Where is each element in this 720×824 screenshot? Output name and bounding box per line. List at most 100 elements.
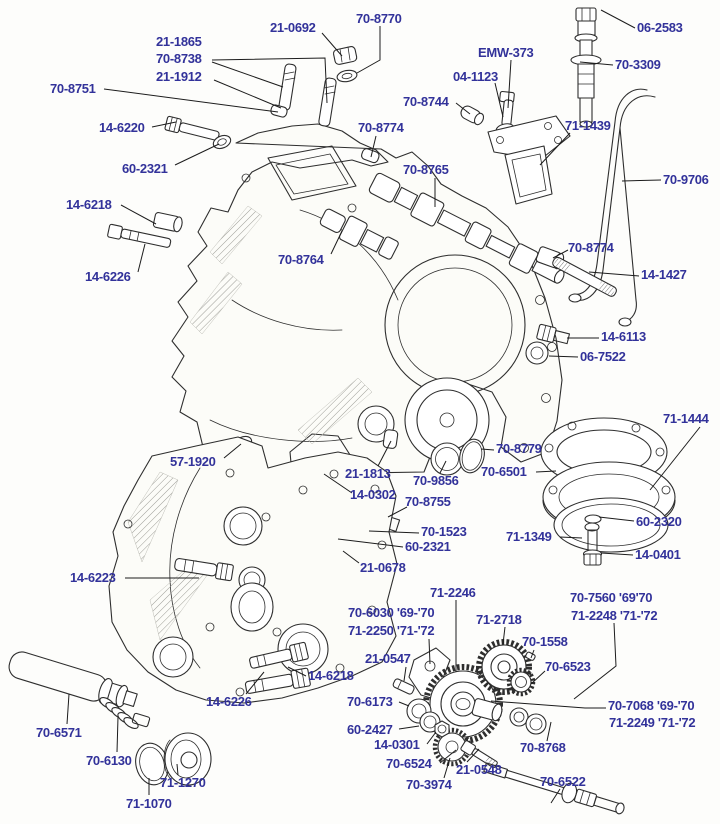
leader-line (600, 552, 634, 556)
part-label-21-1813: 21-1813 (345, 466, 391, 481)
leader-line (287, 666, 307, 677)
leader-line (548, 355, 579, 358)
boss-70-8751-drawing (270, 104, 288, 118)
part-label-21-0547: 21-0547 (365, 651, 411, 666)
leader-line (120, 204, 157, 225)
part-label-70-9706: 70-9706 (663, 172, 709, 187)
part-label-70-6501: 70-6501 (481, 464, 527, 479)
leader-line (137, 243, 146, 273)
part-label-06-7522: 06-7522 (580, 349, 626, 364)
part-label-70-6571: 70-6571 (36, 725, 82, 740)
o-ring-70-8779-drawing (459, 438, 485, 474)
sump-strainer-assembly-drawing (540, 417, 676, 553)
part-label-14-6226: 14-6226 (206, 694, 252, 709)
part-label-emw-373: EMW-373 (478, 45, 534, 60)
part-label-70-6130: 70-6130 (86, 753, 132, 768)
part-label-70-8738: 70-8738 (156, 51, 202, 66)
leader-line (530, 649, 535, 659)
part-label-21-0548: 21-0548 (456, 762, 502, 777)
leader-line (439, 460, 447, 474)
part-label-70-8774: 70-8774 (358, 120, 404, 135)
part-label-71-2248: 71-2248 '71-'72 (571, 608, 658, 623)
part-label-06-2583: 06-2583 (637, 20, 683, 35)
leader-line (398, 701, 410, 707)
washer-06-7522-drawing (525, 341, 549, 365)
part-label-70-6522: 70-6522 (540, 774, 586, 789)
leader-line (428, 638, 431, 665)
leader-line (337, 538, 404, 548)
leader-line (535, 470, 557, 473)
part-label-70-6173: 70-6173 (347, 694, 393, 709)
leader-line (530, 670, 546, 685)
dome-nut-drawing (332, 46, 358, 65)
leader-line (490, 700, 606, 709)
camshaft-exhaust-drawing (368, 172, 565, 284)
part-label-21-1912: 21-1912 (156, 69, 202, 84)
part-label-14-6218: 14-6218 (66, 197, 112, 212)
leader-line (579, 61, 614, 66)
camshaft-inlet-drawing (319, 208, 399, 260)
leader-line (588, 271, 640, 277)
part-label-70-8755: 70-8755 (405, 494, 451, 509)
case-bolt-14-6226-lower-drawing (244, 667, 311, 694)
part-label-70-8774: 70-8774 (568, 240, 614, 255)
leader-line (573, 622, 617, 700)
part-label-14-1427: 14-1427 (641, 267, 687, 282)
part-label-60-2321: 60-2321 (405, 539, 451, 554)
leader-line (66, 693, 70, 725)
leader-line (552, 249, 569, 259)
leader-line (426, 731, 437, 745)
part-label-70-8768: 70-8768 (520, 740, 566, 755)
part-label-70-9856: 70-9856 (413, 473, 459, 488)
leader-line (649, 426, 701, 491)
leader-line (370, 135, 377, 158)
part-label-71-2249: 71-2249 '71-'72 (609, 715, 696, 730)
part-label-14-6218: 14-6218 (308, 668, 354, 683)
sump-bolt-drawing (582, 514, 603, 566)
part-label-71-1349: 71-1349 (506, 529, 552, 544)
part-label-14-0301: 14-0301 (374, 737, 420, 752)
timing-gear-cluster-drawing (392, 639, 547, 769)
leader-line (455, 102, 471, 115)
leader-line (387, 506, 408, 518)
leader-line (116, 716, 119, 753)
leader-line (539, 132, 571, 166)
leader-line (559, 536, 583, 539)
part-label-04-1123: 04-1123 (453, 69, 498, 84)
part-label-57-1920: 57-1920 (170, 454, 216, 469)
leader-line (245, 671, 265, 695)
leader-line (398, 725, 420, 730)
leader-line (368, 530, 420, 534)
part-label-21-0692: 21-0692 (270, 20, 316, 35)
leader-line (151, 121, 177, 128)
part-label-60-2320: 60-2320 (636, 514, 682, 529)
part-label-70-1523: 70-1523 (421, 524, 467, 539)
part-label-70-7560: 70-7560 '69'70 (570, 590, 653, 605)
part-label-14-0401: 14-0401 (635, 547, 681, 562)
part-label-21-0678: 21-0678 (360, 560, 406, 575)
leader-line (211, 61, 284, 88)
part-label-70-6523: 70-6523 (545, 659, 591, 674)
leader-line (598, 516, 635, 522)
part-label-71-2250: 71-2250 '71-'72 (348, 623, 435, 638)
leader-line (174, 143, 220, 166)
plug-14-6113-drawing (536, 323, 571, 345)
leader-line (466, 748, 480, 763)
part-label-60-2427: 60-2427 (347, 722, 393, 737)
leader-line (356, 26, 381, 74)
leader-line (176, 763, 179, 776)
part-label-14-6226: 14-6226 (85, 269, 131, 284)
part-label-14-0302: 14-0302 (350, 487, 396, 502)
part-label-71-1270: 71-1270 (160, 775, 206, 790)
part-label-71-1444: 71-1444 (663, 411, 709, 426)
part-label-70-8765: 70-8765 (403, 162, 449, 177)
part-label-70-8751: 70-8751 (50, 81, 96, 96)
part-label-70-6524: 70-6524 (386, 756, 432, 771)
leader-line (342, 550, 360, 564)
case-bolt-14-6218-lower-drawing (249, 641, 309, 669)
leader-line (507, 59, 512, 109)
leader-line (546, 721, 552, 742)
